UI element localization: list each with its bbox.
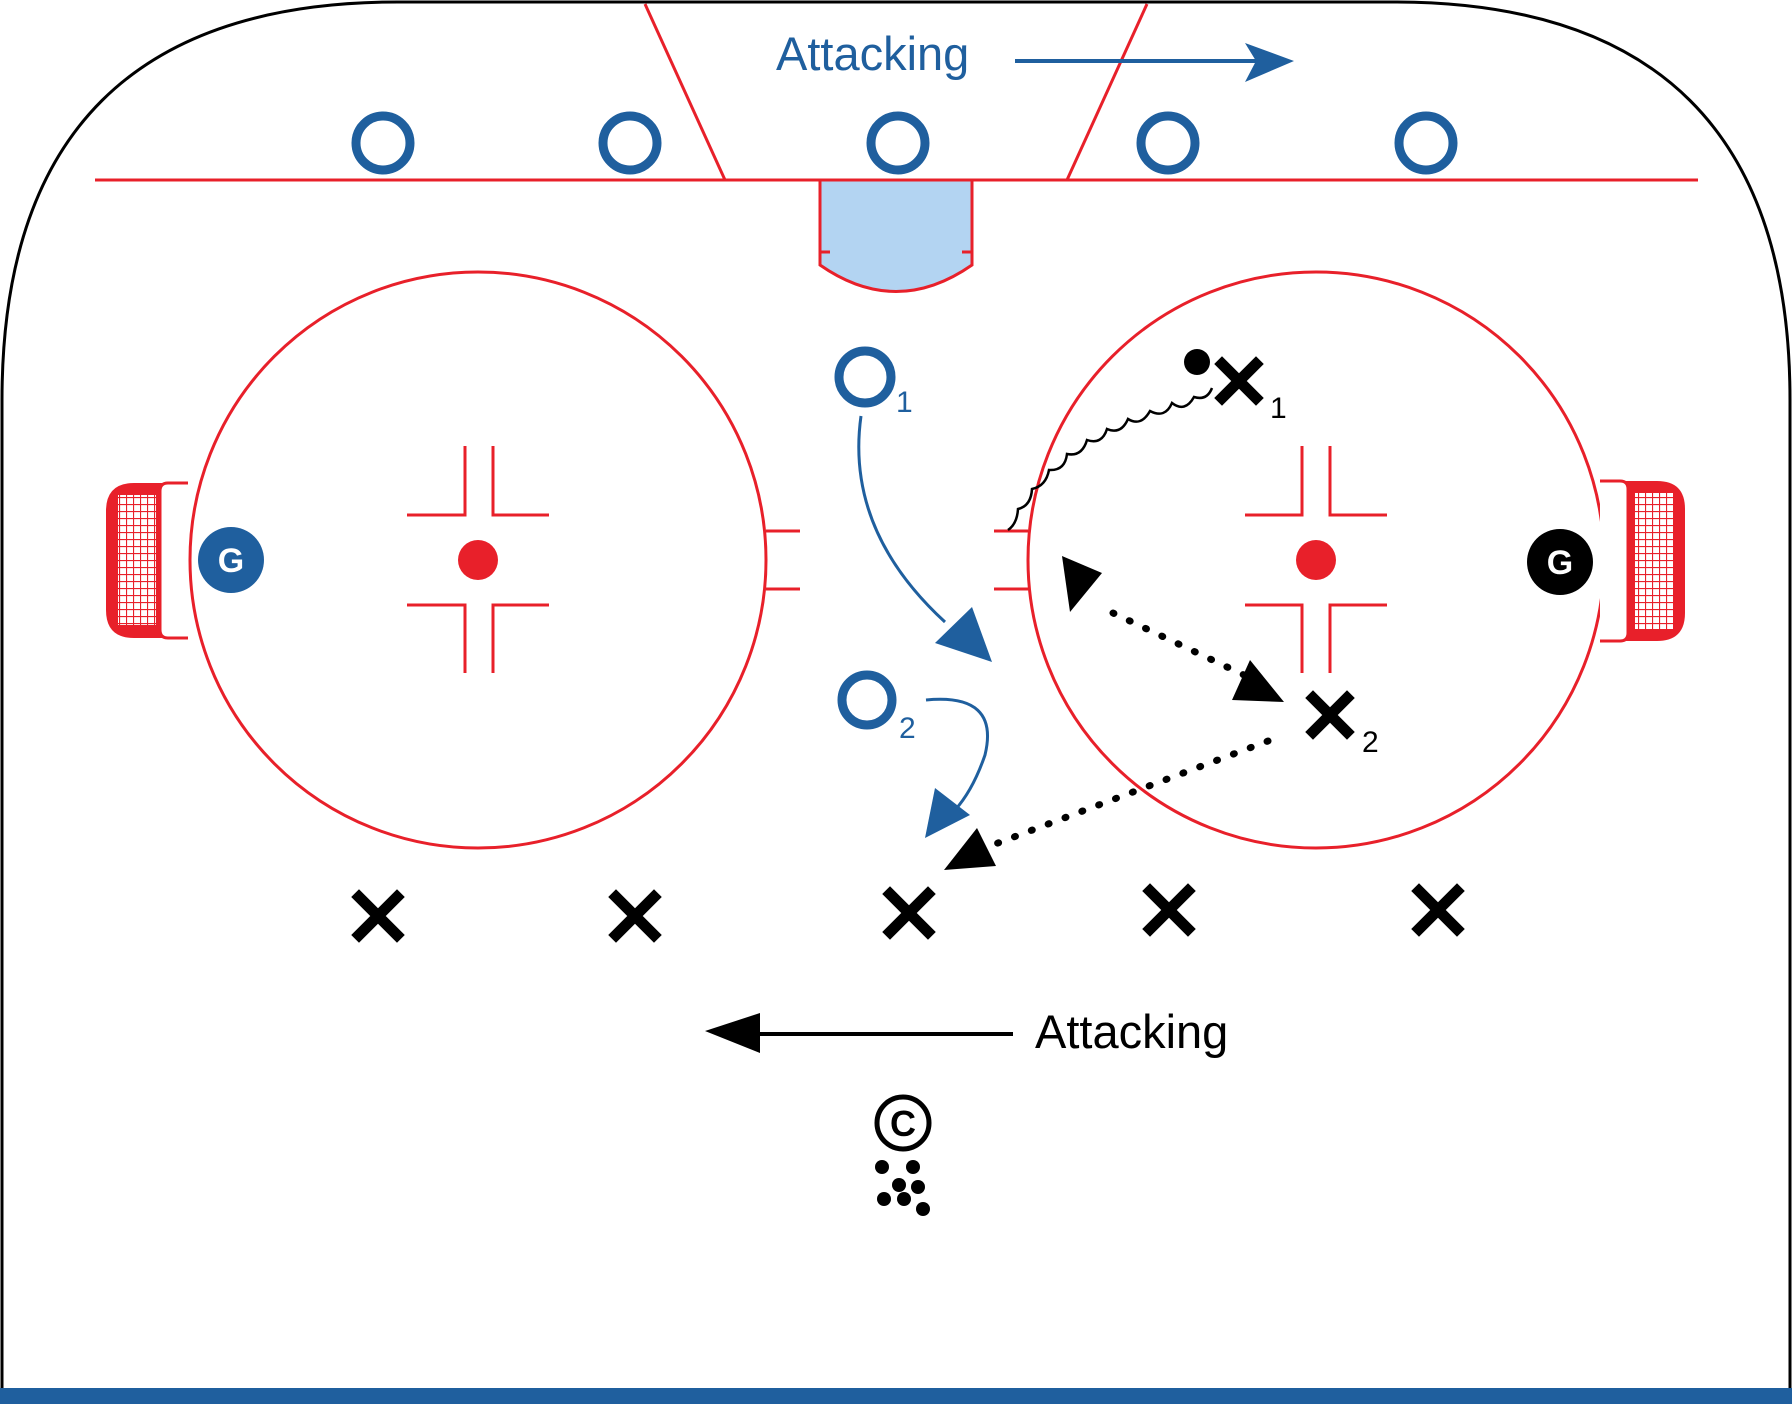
black-player (882, 886, 936, 940)
bottom-attacking-arrowhead (705, 1013, 760, 1053)
black-player (608, 889, 662, 943)
o1-skate-path (857, 415, 947, 624)
faceoff-dot-icon (1296, 540, 1336, 580)
player-o1: 1 (834, 346, 913, 419)
player-o2: 2 (837, 670, 916, 745)
center-line-bar (0, 1388, 1792, 1404)
goalie-left: G (198, 527, 264, 593)
blue-player (866, 111, 930, 175)
player-x1: 1 (1214, 356, 1287, 425)
blue-player (351, 111, 415, 175)
black-player (351, 889, 405, 943)
trapezoid-line-left (643, 3, 727, 181)
player-x2: 2 (1305, 690, 1379, 759)
o1-arrowhead (935, 607, 992, 662)
svg-text:1: 1 (1270, 392, 1287, 425)
puck-icon (1184, 349, 1210, 375)
svg-text:G: G (218, 542, 244, 580)
x1-stickhandle-path (1007, 387, 1214, 532)
faceoff-circle-left (188, 270, 800, 850)
black-player (1411, 883, 1465, 937)
goal-net-icon (1600, 479, 1685, 643)
goal-net-icon (106, 481, 188, 640)
top-attacking-label: Attacking (776, 27, 969, 80)
blue-player (1394, 111, 1458, 175)
o2-skate-path (925, 697, 990, 812)
blue-player-row (351, 111, 1458, 175)
svg-text:2: 2 (899, 712, 916, 745)
svg-text:2: 2 (1362, 726, 1379, 759)
pucks-pile-icon (875, 1160, 930, 1216)
goal-crease (818, 178, 974, 293)
pass-arrowhead-x (944, 828, 996, 870)
trapezoid-line-right (1065, 3, 1149, 181)
pass-arrowhead-x2 (1232, 660, 1284, 702)
svg-text:1: 1 (896, 386, 913, 419)
black-player (1142, 883, 1196, 937)
faceoff-dot-icon (458, 540, 498, 580)
blue-player (1136, 111, 1200, 175)
svg-text:G: G (1547, 544, 1573, 582)
bottom-attacking-label: Attacking (1035, 1005, 1228, 1058)
pass-line-x1-x2 (1109, 609, 1248, 679)
coach-icon: C (874, 1094, 932, 1152)
blue-player (598, 111, 662, 175)
goalie-right: G (1527, 529, 1593, 595)
o2-arrowhead (925, 788, 970, 838)
top-attacking-arrowhead (1245, 43, 1294, 82)
x1-arrowhead (1062, 556, 1102, 612)
black-player-row (351, 883, 1465, 943)
svg-text:C: C (890, 1103, 916, 1144)
